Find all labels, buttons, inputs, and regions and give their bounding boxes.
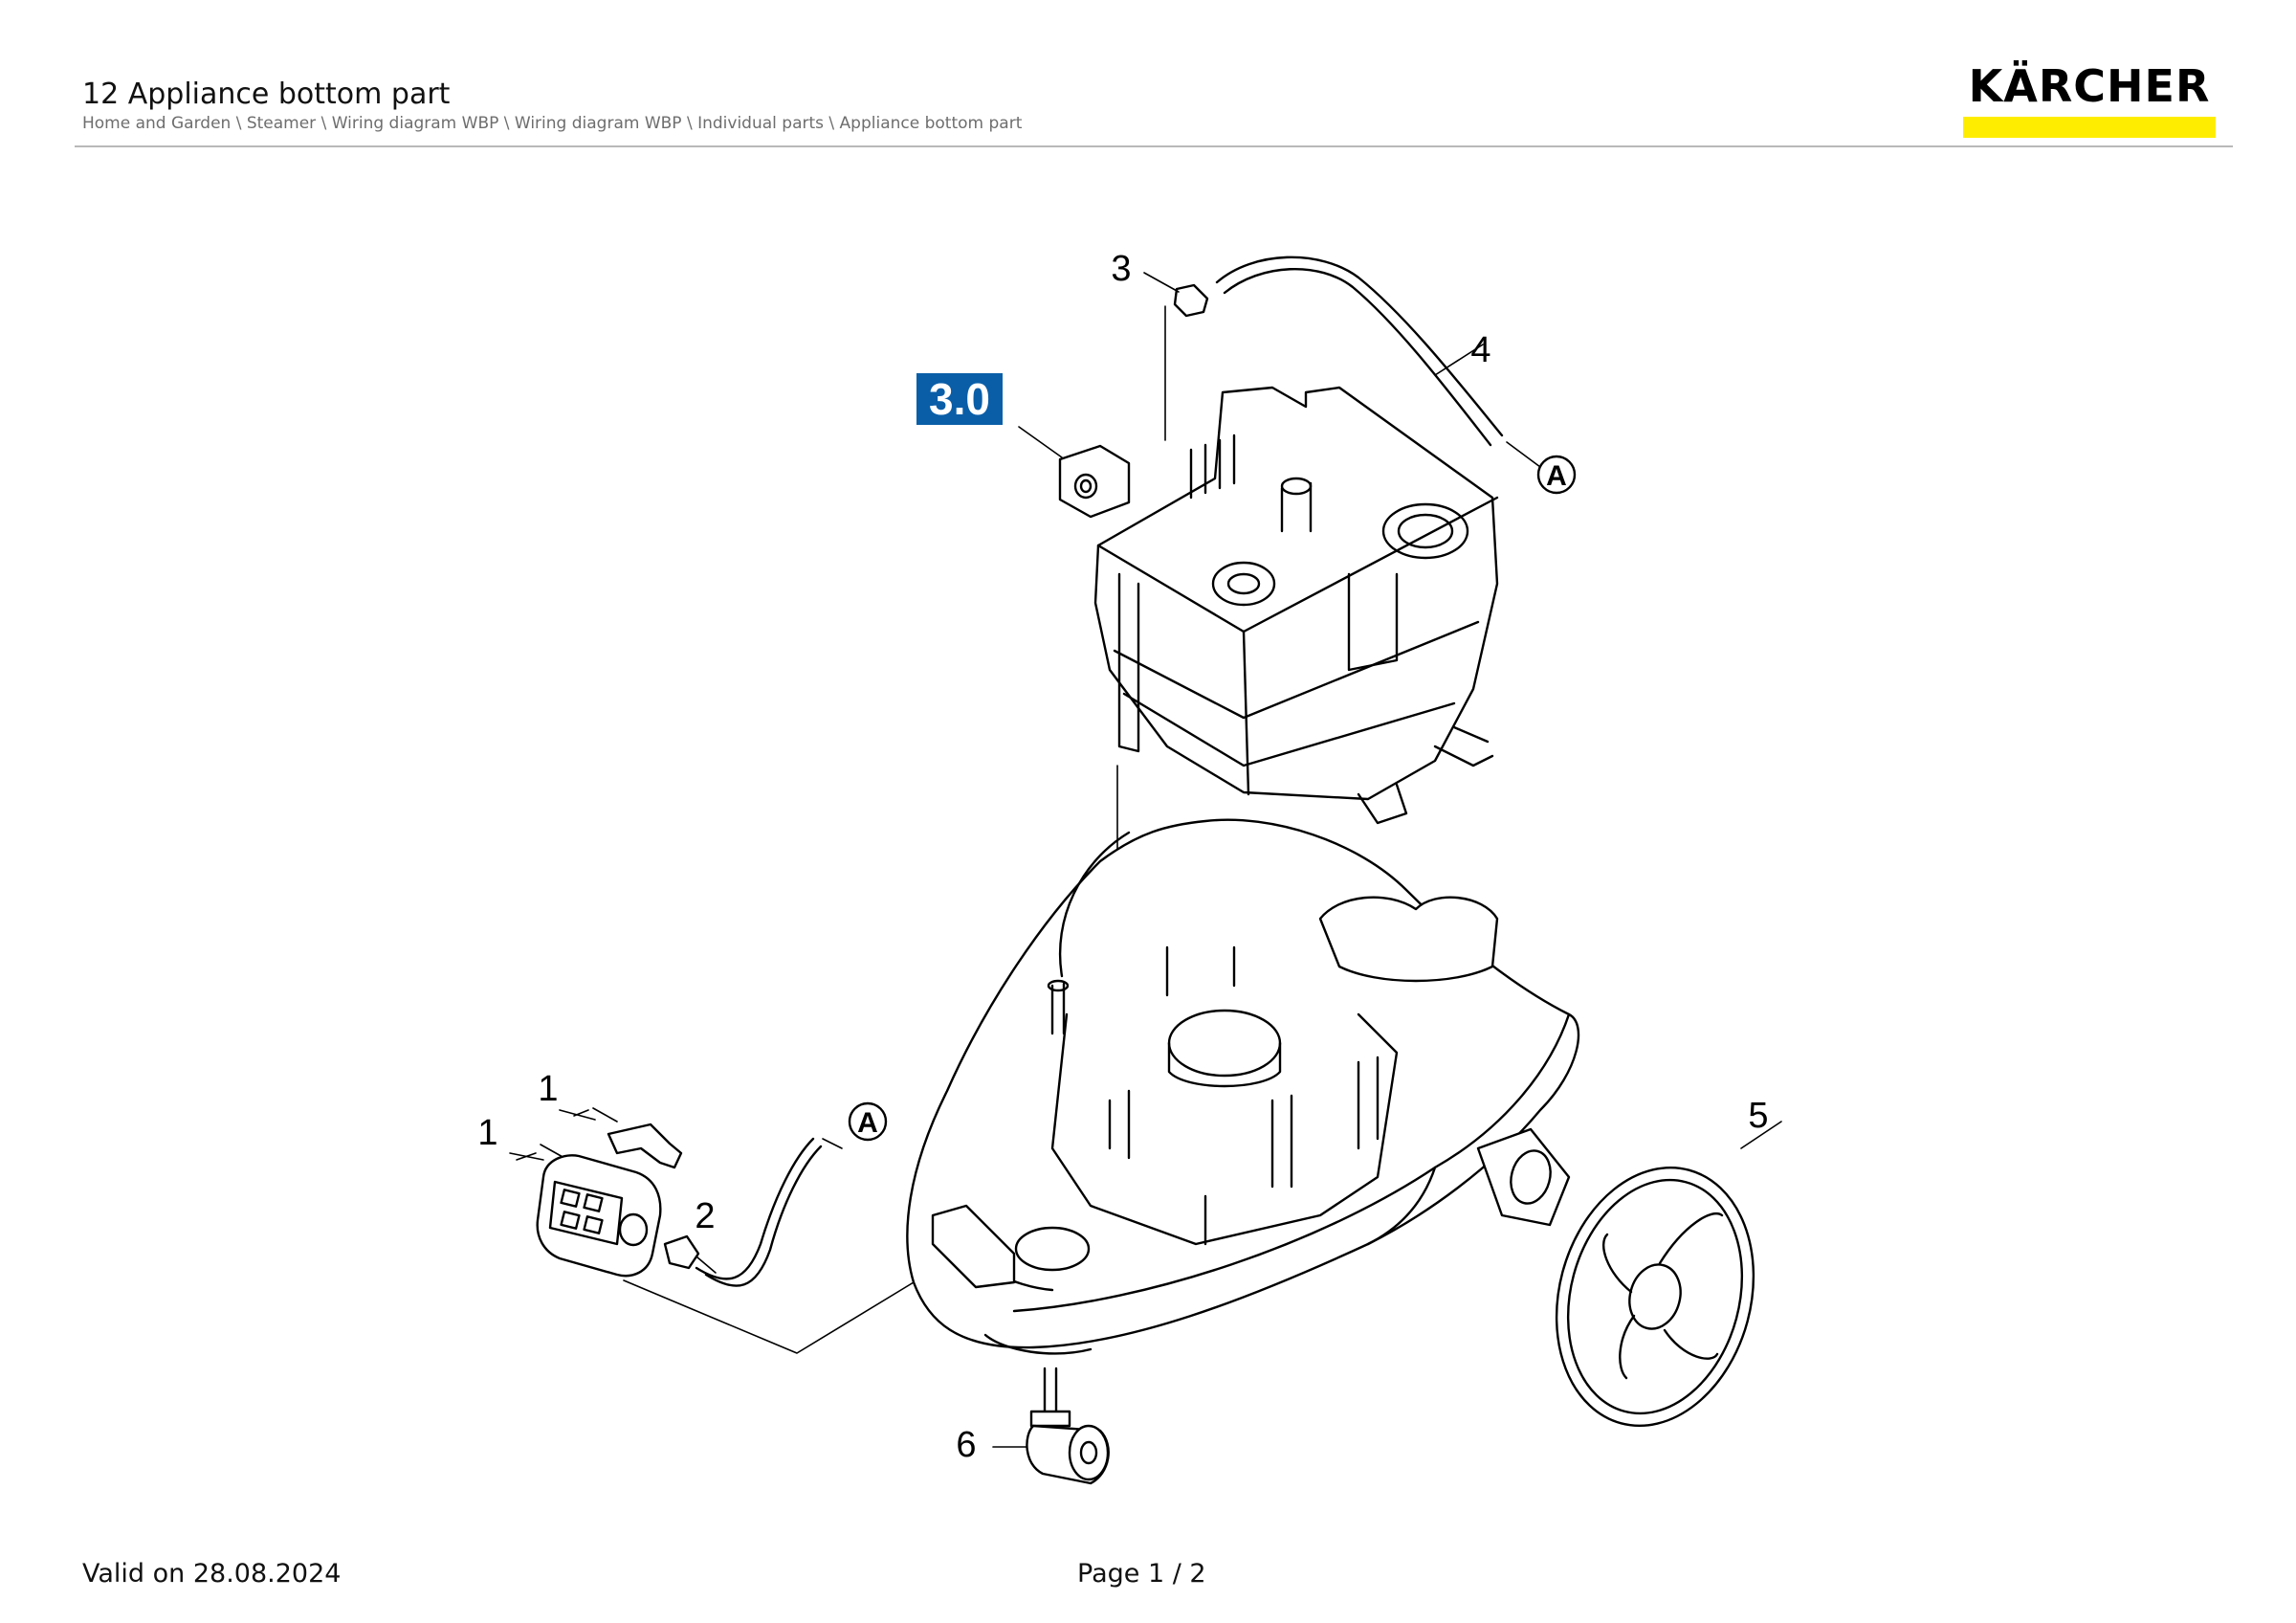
callout-1-lower: 1 xyxy=(477,1113,497,1153)
part-5-wheel xyxy=(1476,1127,1755,1428)
reference-label-a: A xyxy=(857,1107,878,1139)
part-1-control-panel xyxy=(536,1123,683,1278)
callout-6: 6 xyxy=(956,1425,976,1465)
logo-yellow-bar xyxy=(1963,117,2216,138)
part-4-hose xyxy=(1215,256,1504,447)
callout-1-upper: 1 xyxy=(538,1069,558,1109)
reference-marker-circle xyxy=(1536,455,1577,495)
callout-5: 5 xyxy=(1748,1096,1768,1136)
reference-label-a: A xyxy=(1546,460,1567,492)
callout-2: 2 xyxy=(695,1196,715,1236)
page-title: 12 Appliance bottom part xyxy=(82,78,451,111)
part-2-connector xyxy=(663,1137,823,1287)
boiler-assembly xyxy=(1093,386,1499,825)
appliance-bottom-housing xyxy=(906,818,1580,1355)
karcher-logo: KÄRCHER xyxy=(1963,57,2216,138)
page-number: Page 1 / 2 xyxy=(1077,1559,1206,1589)
part-3-0-component xyxy=(1058,444,1131,519)
part-badge-3-0 xyxy=(916,373,1003,425)
header-divider xyxy=(75,145,2233,147)
logo-wordmark: KÄRCHER xyxy=(1968,60,2211,112)
part-badge-label: 3.0 xyxy=(929,374,990,424)
part-6-castor xyxy=(1026,1367,1110,1485)
callout-4: 4 xyxy=(1470,330,1490,370)
callout-3: 3 xyxy=(1111,249,1131,289)
reference-marker-circle xyxy=(848,1101,888,1142)
part-3-clip xyxy=(1173,283,1209,318)
breadcrumb: Home and Garden \ Steamer \ Wiring diagr… xyxy=(82,114,1023,133)
valid-date: Valid on 28.08.2024 xyxy=(82,1559,342,1589)
